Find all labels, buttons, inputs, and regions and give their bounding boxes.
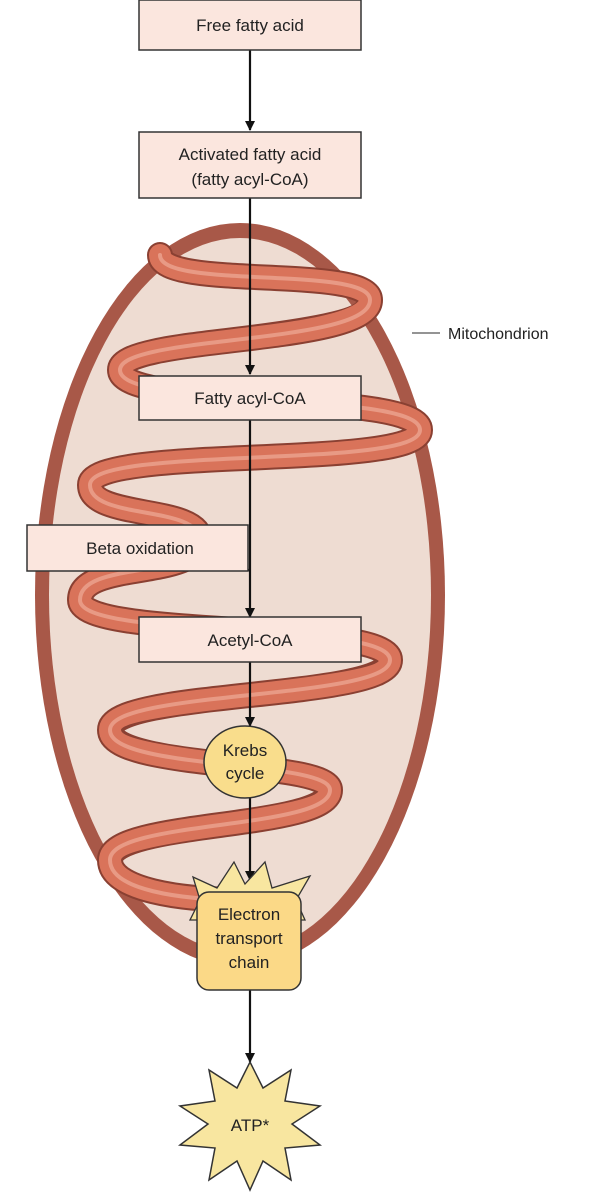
mitochondrion-callout: Mitochondrion (412, 326, 549, 343)
activated-fatty-acid-sublabel: (fatty acyl-CoA) (191, 170, 308, 189)
etc-label-line1: Electron (218, 905, 280, 924)
mitochondrion-label: Mitochondrion (448, 326, 549, 343)
atp-label: ATP* (231, 1116, 270, 1135)
acetyl-coa-box: Acetyl-CoA (138, 616, 362, 663)
activated-fatty-acid-box: Activated fatty acid (fatty acyl-CoA) (138, 131, 362, 199)
electron-transport-chain: Electron transport chain (188, 860, 312, 991)
etc-label-line3: chain (229, 953, 270, 972)
atp-starburst: ATP* (177, 1060, 323, 1192)
beta-oxidation-box: Beta oxidation (26, 524, 249, 572)
etc-label-line2: transport (215, 929, 282, 948)
beta-oxidation-label: Beta oxidation (86, 539, 194, 558)
krebs-cycle: Krebs cycle (203, 725, 287, 799)
krebs-cycle-sublabel: cycle (226, 764, 265, 783)
activated-fatty-acid-label: Activated fatty acid (179, 145, 322, 164)
krebs-cycle-label: Krebs (223, 741, 267, 760)
free-fatty-acid-label: Free fatty acid (196, 16, 304, 35)
fatty-acyl-coa-label: Fatty acyl-CoA (194, 389, 306, 408)
fatty-acyl-coa-box: Fatty acyl-CoA (138, 375, 362, 421)
acetyl-coa-label: Acetyl-CoA (207, 631, 293, 650)
free-fatty-acid-box: Free fatty acid (138, 0, 362, 51)
